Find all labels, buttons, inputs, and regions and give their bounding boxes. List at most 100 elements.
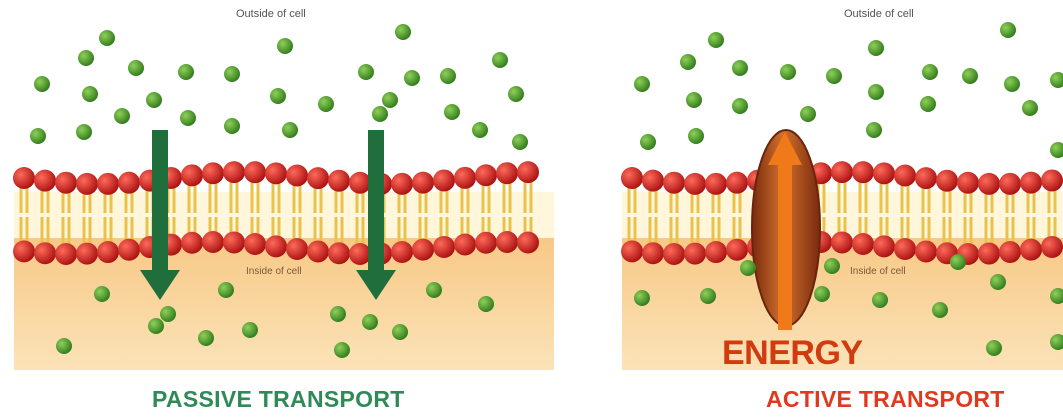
lipid-heads-top [13, 161, 539, 195]
lipid-head [13, 240, 35, 262]
particle [180, 110, 196, 126]
lipid-head [873, 162, 895, 184]
lipid-head [223, 161, 245, 183]
particle [920, 96, 936, 112]
lipid-head [726, 172, 748, 194]
lipid-head [705, 173, 727, 195]
lipid-head [496, 231, 518, 253]
particle [160, 306, 176, 322]
lipid-head [391, 241, 413, 263]
particle [826, 68, 842, 84]
lipid-head [265, 162, 287, 184]
lipid-head [705, 241, 727, 263]
particle [318, 96, 334, 112]
lipid-head [915, 240, 937, 262]
lipid-head [1020, 172, 1042, 194]
particle [962, 68, 978, 84]
particle [82, 86, 98, 102]
lipid-head [621, 240, 643, 262]
lipid-head [118, 239, 140, 261]
particle [708, 32, 724, 48]
lipid-head [76, 243, 98, 265]
particle [634, 290, 650, 306]
lipid-head [475, 164, 497, 186]
passive-transport-panel: Outside of cell Inside of cell PASSIVE T… [0, 0, 560, 418]
particle [732, 60, 748, 76]
energy-label: ENERGY [722, 334, 863, 373]
lipid-head [55, 243, 77, 265]
outside-cell-label: Outside of cell [236, 8, 306, 20]
lipid-head [412, 172, 434, 194]
lipid-head [621, 167, 643, 189]
lipid-head [328, 170, 350, 192]
particle [950, 254, 966, 270]
lipid-head [307, 167, 329, 189]
lipid-head [118, 172, 140, 194]
particle [478, 296, 494, 312]
particle [146, 92, 162, 108]
particle [198, 330, 214, 346]
lipid-head [76, 173, 98, 195]
particle [922, 64, 938, 80]
particle [78, 50, 94, 66]
particle [148, 318, 164, 334]
particle [686, 92, 702, 108]
lipid-head [307, 240, 329, 262]
particle [990, 274, 1006, 290]
particle [282, 122, 298, 138]
particle [128, 60, 144, 76]
particle [178, 64, 194, 80]
particle [56, 338, 72, 354]
particle [224, 118, 240, 134]
lipid-head [873, 235, 895, 257]
particle [1000, 22, 1016, 38]
inside-cell-label: Inside of cell [850, 266, 906, 277]
particle [334, 342, 350, 358]
particle [824, 258, 840, 274]
particle [932, 302, 948, 318]
lipid-head [244, 233, 266, 255]
lipid-head [412, 239, 434, 261]
particle [426, 282, 442, 298]
particle [732, 98, 748, 114]
active-transport-title: ACTIVE TRANSPORT [766, 386, 1005, 413]
particle [242, 322, 258, 338]
lipid-head [265, 235, 287, 257]
particle [277, 38, 293, 54]
lipid-head [55, 172, 77, 194]
particle [270, 88, 286, 104]
lipid-head [34, 242, 56, 264]
particle [780, 64, 796, 80]
inside-cell-label: Inside of cell [246, 266, 302, 277]
particle [392, 324, 408, 340]
lipid-head [726, 239, 748, 261]
lipid-head [223, 231, 245, 253]
lipid-heads-top [621, 161, 1063, 195]
lipid-head [181, 232, 203, 254]
particle [30, 128, 46, 144]
lipid-head [34, 170, 56, 192]
lipid-head [684, 173, 706, 195]
particle [872, 292, 888, 308]
lipid-head [349, 243, 371, 265]
particle [700, 288, 716, 304]
lipid-head [433, 169, 455, 191]
particle [99, 30, 115, 46]
particle [1004, 76, 1020, 92]
particle [362, 314, 378, 330]
lipid-head [454, 233, 476, 255]
lipid-head [684, 243, 706, 265]
particle [114, 108, 130, 124]
lipid-head [663, 243, 685, 265]
passive-diagram [0, 0, 560, 418]
particle [218, 282, 234, 298]
lipid-head [454, 167, 476, 189]
particle [1022, 100, 1038, 116]
particle [224, 66, 240, 82]
lipid-head [852, 161, 874, 183]
particle [492, 52, 508, 68]
lipid-head [97, 241, 119, 263]
lipid-head [433, 236, 455, 258]
particle [94, 286, 110, 302]
particle [404, 70, 420, 86]
